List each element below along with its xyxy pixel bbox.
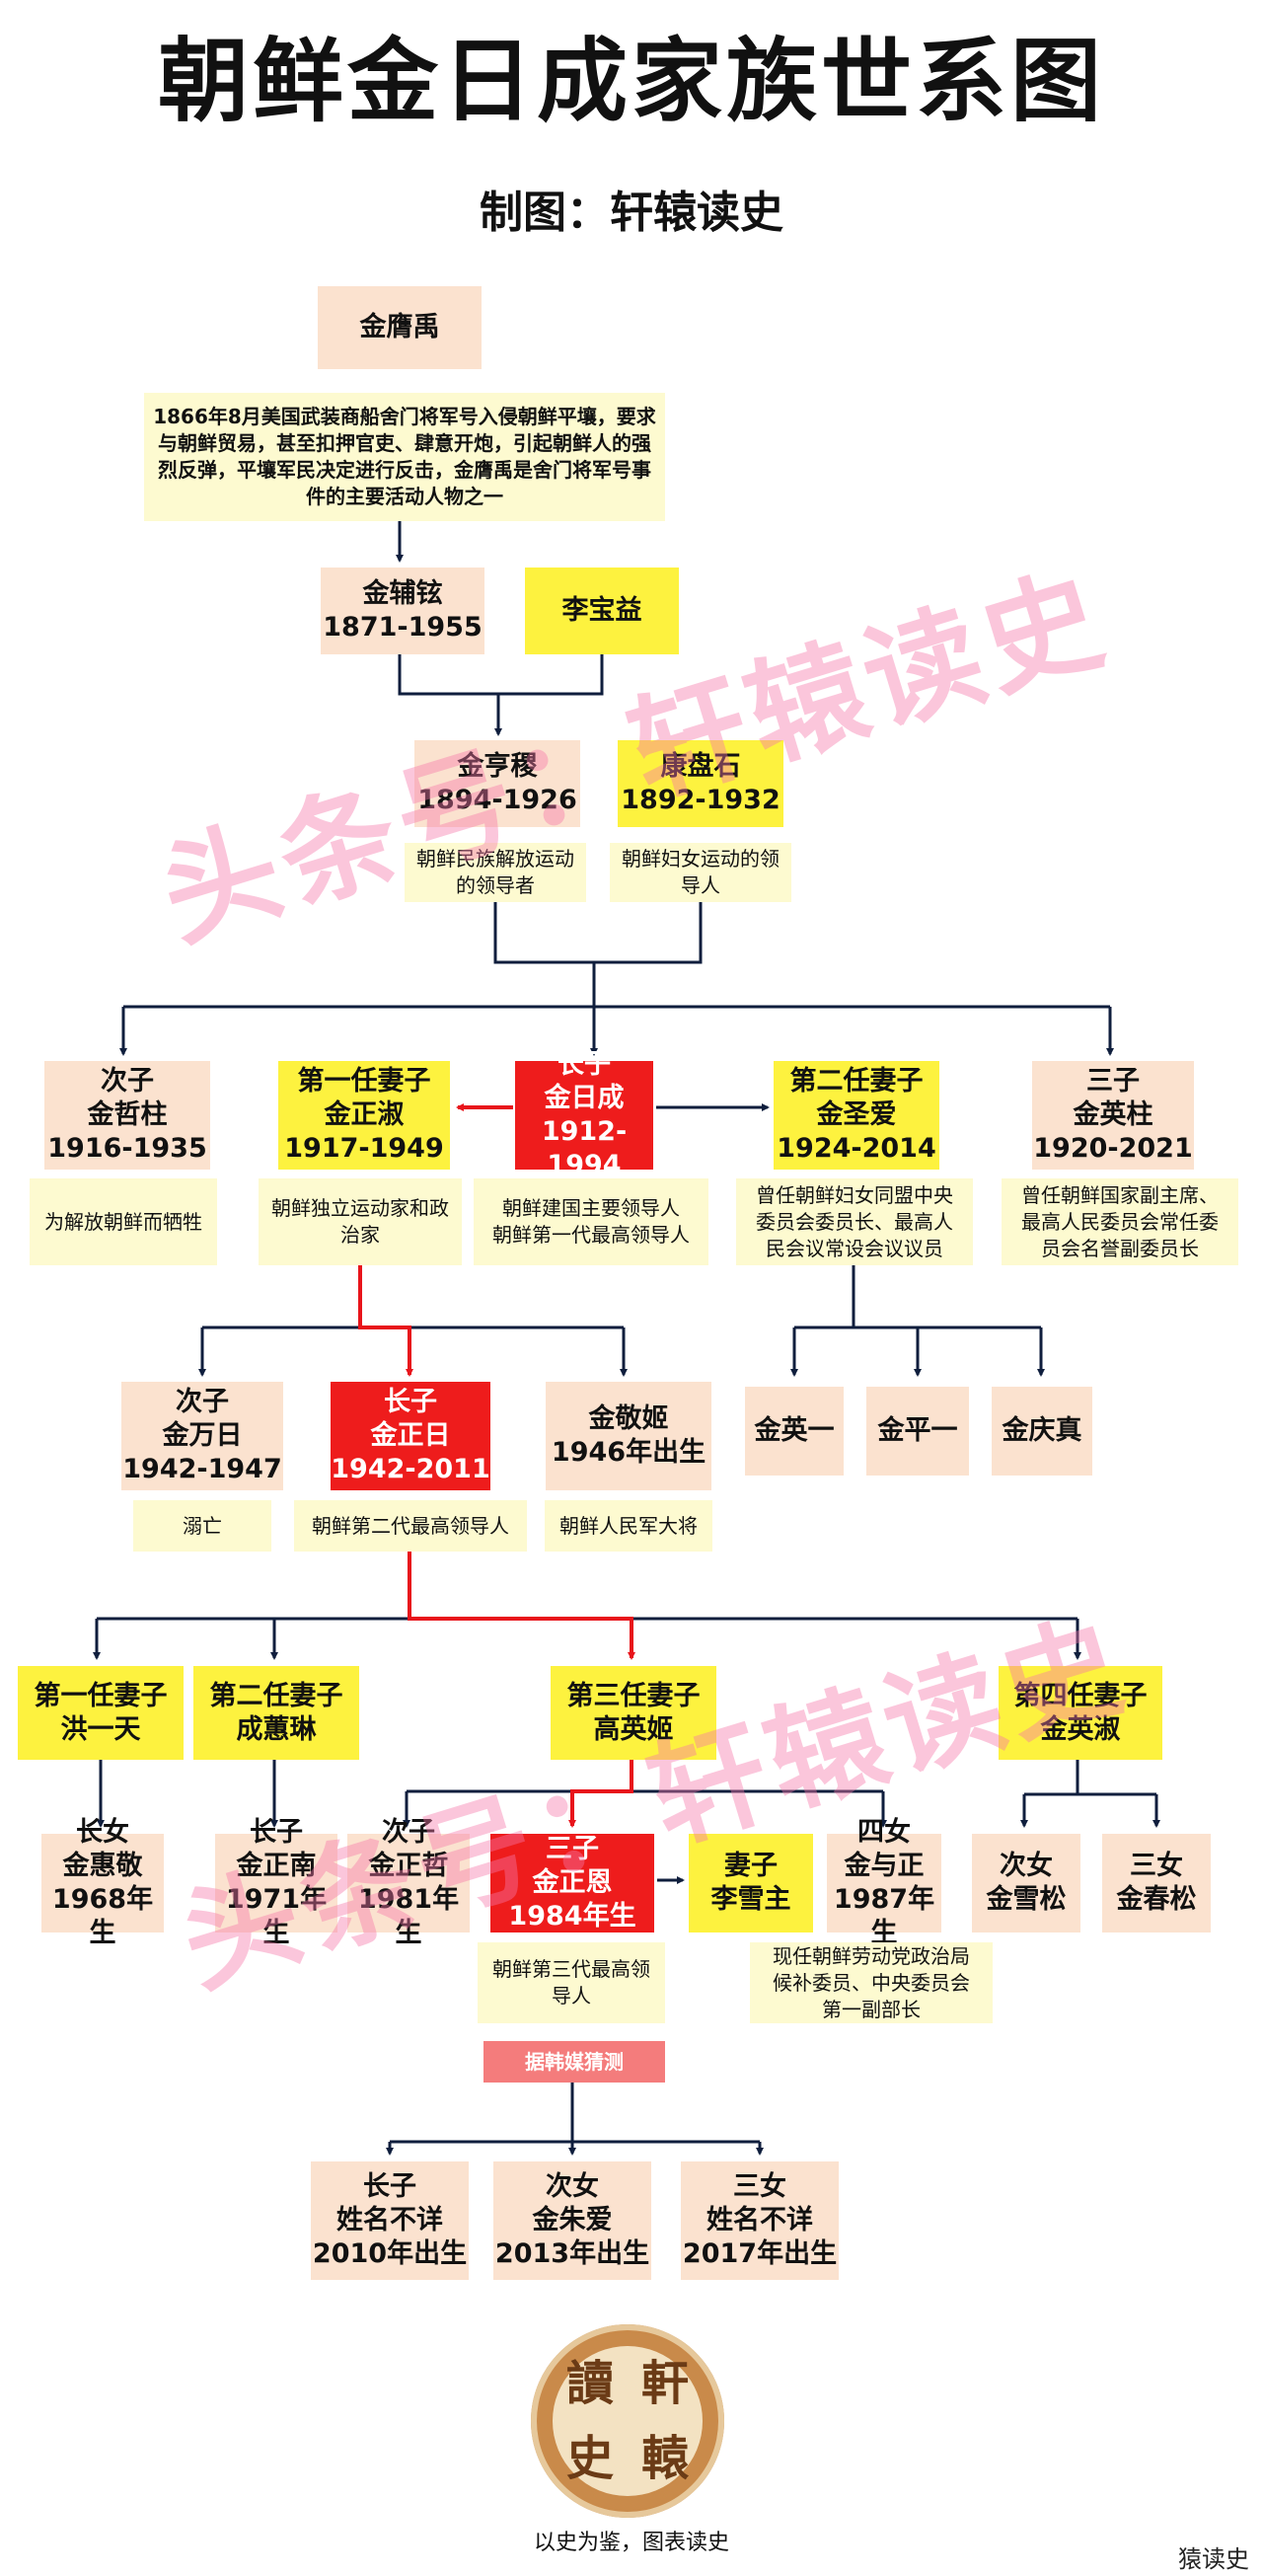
node-jin-richeng: 长子 金日成 1912-1994 (515, 1049, 653, 1180)
node-li-baoyi: 李宝益 (525, 568, 679, 654)
node-jin-zhengshu: 第一任妻子 金正淑 1917-1949 (278, 1061, 450, 1170)
brand-logo-seal: 讀 軒 史 轅 (531, 2324, 724, 2518)
note-jin-jingji: 朝鲜人民军大将 (545, 1500, 712, 1552)
note-jin-richeng: 朝鲜建国主要领导人 朝鲜第一代最高领导人 (474, 1178, 708, 1265)
node-child-1: 长子 姓名不详 2010年出生 (311, 2161, 469, 2280)
page-title: 朝鲜金日成家族世系图 (157, 29, 1105, 134)
slogan: 以史为鉴，图表读史 (533, 2531, 729, 2555)
node-jin-shengai: 第二任妻子 金圣爱 1924-2014 (774, 1061, 939, 1170)
node-jin-zhengzhe: 次子 金正哲 1981年生 (347, 1817, 470, 1948)
node-jin-chunsong: 三女 金春松 (1102, 1834, 1211, 1932)
node-child-3: 三女 姓名不详 2017年出生 (681, 2161, 839, 2280)
node-jin-fuxuan: 金辅铉 1871-1955 (321, 568, 484, 654)
note-jin-zhezhu: 为解放朝鲜而牺牲 (30, 1178, 217, 1265)
node-jin-xuesong: 次女 金雪松 (972, 1834, 1080, 1932)
logo-char: 讀 (565, 2356, 614, 2411)
node-jin-wanri: 次子 金万日 1942-1947 (121, 1382, 283, 1490)
node-jin-jingji: 金敬姬 1946年出生 (546, 1382, 711, 1490)
node-jin-huijing: 长女 金惠敬 1968年生 (41, 1817, 164, 1948)
note-jin-yingzhu: 曾任朝鲜国家副主席、 最高人民委员会常任委 员会名誉副委员长 (1002, 1178, 1238, 1265)
node-hong-yitian: 第一任妻子 洪一天 (18, 1666, 184, 1760)
node-jin-yingzhu: 三子 金英柱 1920-2021 (1032, 1061, 1194, 1170)
node-kang-panshi: 康盘石 1892-1932 (618, 740, 783, 827)
note-jin-yuzheng: 现任朝鲜劳动党政治局 候补委员、中央委员会 第一副部长 (750, 1942, 993, 2023)
node-li-xuezhu: 妻子 李雪主 (689, 1834, 813, 1932)
rumor-badge: 据韩媒猜测 (483, 2041, 665, 2083)
node-jin-pingyi: 金平一 (866, 1387, 969, 1476)
node-gao-yingji: 第三任妻子 高英姬 (551, 1666, 716, 1760)
node-jin-yingyi: 金英一 (745, 1387, 844, 1476)
node-jin-yuzheng: 四女 金与正 1987年生 (827, 1817, 941, 1948)
note-jin-hengji: 朝鲜民族解放运动 的领导者 (405, 843, 586, 902)
note-jin-zhengen: 朝鲜第三代最高领 导人 (478, 1942, 665, 2023)
note-jin-zhengshu: 朝鲜独立运动家和政 治家 (259, 1178, 462, 1265)
note-jin-zhengri: 朝鲜第二代最高领导人 (294, 1500, 527, 1552)
note-jin-shengai: 曾任朝鲜妇女同盟中央 委员会委员长、最高人 民会议常设会议议员 (736, 1178, 973, 1265)
node-jin-zhengen: 三子 金正恩 1984年生 (490, 1834, 654, 1932)
node-jin-zhezhu: 次子 金哲柱 1916-1935 (44, 1061, 210, 1170)
corner-watermark: 猿读史 (1178, 2545, 1249, 2573)
note-jin-wanri: 溺亡 (133, 1500, 271, 1552)
node-jin-qingzhen: 金庆真 (992, 1387, 1092, 1476)
node-child-2: 次女 金朱爱 2013年出生 (493, 2161, 651, 2280)
node-jin-hengji: 金亨稷 1894-1926 (414, 740, 580, 827)
node-jin-yingyu: 金膺禹 (318, 286, 482, 369)
node-jin-zhengnan: 长子 金正南 1971年生 (215, 1817, 337, 1948)
node-cheng-huilin: 第二任妻子 成蕙琳 (193, 1666, 359, 1760)
logo-char: 轅 (640, 2431, 689, 2486)
logo-char: 史 (565, 2431, 614, 2486)
note-kang-panshi: 朝鲜妇女运动的领 导人 (610, 843, 791, 902)
logo-char: 軒 (640, 2356, 689, 2411)
node-jin-yingshu: 第四任妻子 金英淑 (999, 1666, 1162, 1760)
node-jin-zhengri: 长子 金正日 1942-2011 (331, 1382, 490, 1490)
note-jin-yingyu: 1866年8月美国武装商船舍门将军号入侵朝鲜平壤，要求与朝鲜贸易，甚至扣押官吏、… (144, 393, 665, 521)
page-subtitle: 制图：轩辕读史 (480, 188, 783, 238)
